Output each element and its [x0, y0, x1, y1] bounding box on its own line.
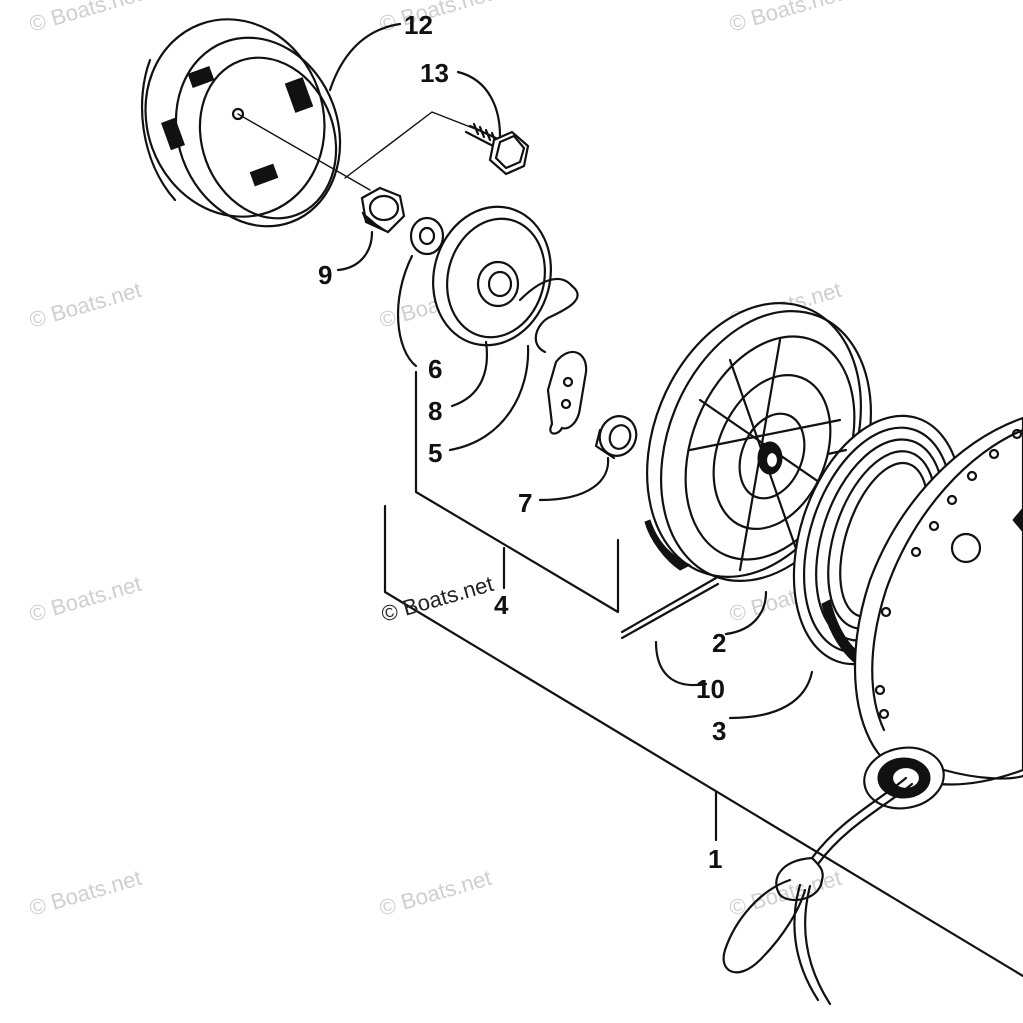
watermark-text: © Boats.net — [26, 865, 144, 921]
callout-6: 6 — [428, 354, 442, 384]
callout-13: 13 — [420, 58, 449, 88]
callout-3: 3 — [712, 716, 726, 746]
bolt-leader-dash — [344, 111, 479, 179]
leader-lines — [328, 22, 814, 720]
part-1-starter-housing — [853, 416, 1023, 810]
callout-9: 9 — [318, 260, 332, 290]
watermark-text: © Boats.net — [726, 865, 844, 921]
callout-4: 4 — [494, 590, 509, 620]
part-13-bolt — [464, 122, 530, 176]
watermark-text: © Boats.net — [26, 277, 144, 333]
center-axis-line — [237, 113, 371, 191]
part-10-rope — [620, 582, 720, 640]
part-6-washer — [409, 216, 445, 256]
watermark-text: © Boats.net — [26, 0, 144, 37]
callout-12: 12 — [404, 10, 433, 40]
part-7-bushing — [594, 415, 638, 460]
ratchet-pawl — [546, 350, 588, 435]
watermark-text: © Boats.net — [376, 865, 494, 921]
watermark-text: © Boats.net — [26, 571, 144, 627]
watermark-prominent: © Boats.net — [378, 571, 496, 627]
starter-rope-loop — [722, 776, 914, 1006]
watermark-text: © Boats.net — [726, 0, 844, 37]
callout-10: 10 — [696, 674, 725, 704]
group-bracket-1 — [383, 504, 1023, 978]
callout-1: 1 — [708, 844, 722, 874]
callout-7: 7 — [518, 488, 532, 518]
callout-labels: 12 13 9 6 8 5 7 4 2 10 3 1 — [318, 10, 726, 874]
callout-5: 5 — [428, 438, 442, 468]
part-8-friction-plate — [432, 205, 552, 347]
part-5-return-spring — [518, 277, 579, 354]
part-10-rope-edge — [620, 576, 718, 634]
group-bracket-4 — [414, 370, 620, 614]
part-9-nut — [360, 186, 406, 234]
callout-8: 8 — [428, 396, 442, 426]
watermark-text: © Boats.net — [376, 0, 494, 37]
part-12-starter-cup — [141, 18, 342, 228]
callout-2: 2 — [712, 628, 726, 658]
